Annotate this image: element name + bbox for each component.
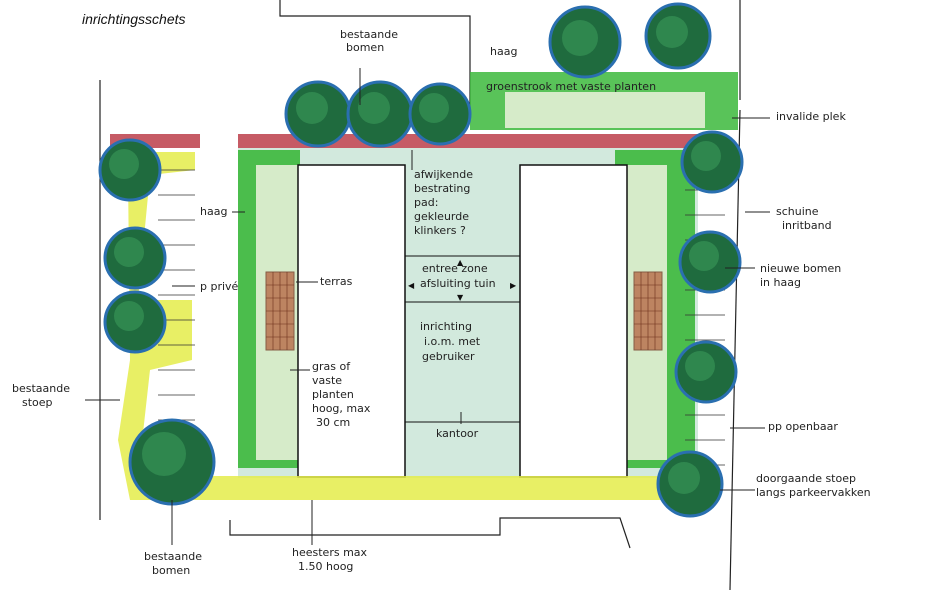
label-gras-vaste-planten: gras of vaste planten hoog, max 30 cm [312, 360, 374, 429]
label-haag-top: haag [490, 45, 517, 58]
label-groenstrook: groenstrook met vaste planten [486, 80, 656, 93]
tree-icon [284, 80, 352, 148]
label-kantoor: kantoor [436, 427, 479, 440]
label-terras: terras [320, 275, 353, 288]
sketch-title: inrichtingsschets [82, 11, 186, 27]
tree-icon [346, 80, 414, 148]
building-left [297, 164, 406, 478]
tree-icon [103, 226, 167, 290]
groenstrook-planting-strip [470, 72, 738, 130]
tree-icon [674, 340, 738, 404]
tree-icon [98, 138, 162, 202]
label-bestaande-bomen-bottom: bestaande bomen [144, 550, 206, 577]
surrounding-buildings [99, 0, 741, 591]
terrace-left [265, 271, 295, 351]
label-bestaande-bomen-top: bestaande bomen [340, 28, 402, 54]
label-doorgaande-stoep: doorgaande stoep langs parkeervakken [756, 472, 871, 499]
label-heesters: heesters max 1.50 hoog [292, 546, 371, 573]
tree-icon [656, 450, 724, 518]
arrow-right-icon: ▶ [510, 281, 517, 290]
label-invalide-plek: invalide plek [776, 110, 846, 123]
bottom-sidewalk-path [180, 476, 720, 500]
tree-icon [678, 230, 742, 294]
label-nieuwe-bomen: nieuwe bomen in haag [760, 262, 845, 289]
arrow-up-icon: ▲ [457, 258, 464, 267]
arrow-down-icon: ▼ [457, 293, 464, 302]
tree-icon [408, 82, 472, 146]
tree-icon [680, 130, 744, 194]
annotation-labels: bestaande bomen haag groenstrook met vas… [12, 28, 871, 577]
label-haag-left: haag [200, 205, 227, 218]
tree-icon [128, 418, 216, 506]
terrace-right [633, 271, 663, 351]
tree-icon [644, 2, 712, 70]
label-schuine-inritband: schuine inritband [776, 205, 832, 232]
label-entree-zone: entree zone afsluiting tuin [420, 262, 496, 290]
tree-icon [103, 290, 167, 354]
label-afwijkende-bestrating: afwijkende bestrating pad: gekleurde kli… [414, 168, 477, 237]
label-inrichting: inrichting i.o.m. met gebruiker [420, 320, 484, 363]
tree-icon [548, 5, 622, 79]
label-pp-openbaar: pp openbaar [768, 420, 838, 433]
trees [98, 2, 744, 518]
building-right [519, 164, 628, 478]
leader-lines [85, 68, 770, 545]
arrow-left-icon: ◀ [408, 281, 415, 290]
label-p-prive: p privé [200, 280, 239, 293]
label-bestaande-stoep: bestaande stoep [12, 382, 74, 409]
